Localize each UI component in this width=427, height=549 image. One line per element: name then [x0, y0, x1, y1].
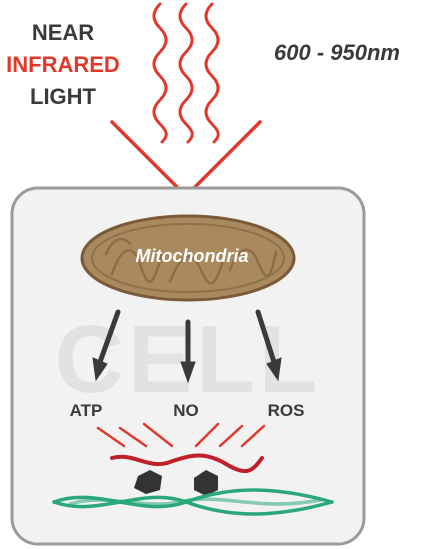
down-arrow-icon: [92, 309, 282, 384]
title-light: LIGHT: [30, 84, 97, 109]
wavelength-label: 600 - 950nm: [274, 40, 400, 65]
dna-strand-icon: [110, 453, 264, 474]
signal-lines: [96, 422, 266, 448]
protein-icon: [134, 470, 218, 496]
product-label-atp: ATP: [70, 401, 103, 420]
product-label-ros: ROS: [268, 401, 305, 420]
title-near: NEAR: [32, 20, 94, 45]
title-infrared: INFRARED: [6, 52, 120, 77]
product-label-no: NO: [173, 401, 199, 420]
dna-helix-icon: [52, 488, 334, 516]
mitochondria-icon: [80, 214, 296, 302]
light-wave-icon: [152, 2, 220, 144]
mitochondria-label: Mitochondria: [136, 246, 249, 266]
light-arrow-icon: [110, 120, 262, 198]
